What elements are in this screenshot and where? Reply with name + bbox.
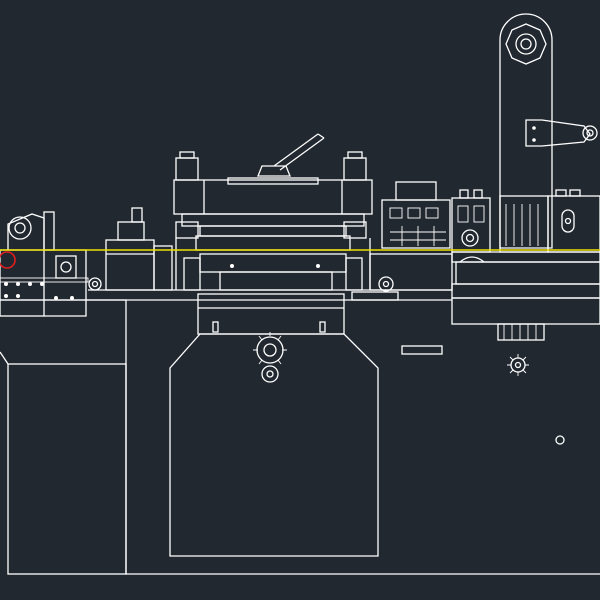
center-cabinet: [169, 293, 379, 557]
machine-base: [0, 289, 600, 575]
drive-block: [351, 253, 453, 301]
sensor-unit: [381, 181, 451, 249]
guide-block: [88, 207, 173, 291]
slot-plate: [401, 345, 443, 355]
rewind-tower: [451, 13, 600, 341]
red-marker-circle[interactable]: [0, 251, 16, 269]
small-gear-icon: [507, 354, 529, 376]
left-roller-assembly: [0, 211, 89, 317]
die-press: [173, 133, 373, 291]
gear-icon: [253, 332, 287, 383]
hole-marker: [555, 435, 565, 445]
